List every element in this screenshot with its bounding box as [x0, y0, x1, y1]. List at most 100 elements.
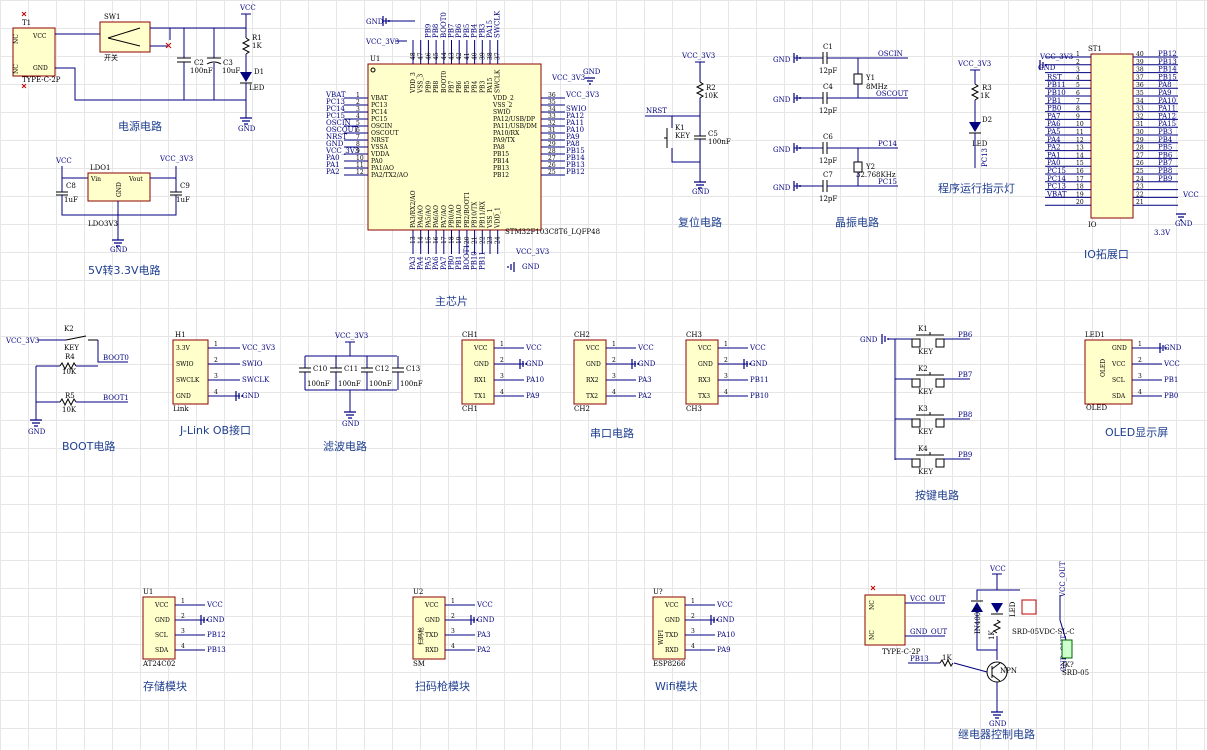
- mcu-bottom-net-label: PA3: [409, 256, 417, 270]
- c1-designator: C1: [823, 43, 833, 51]
- boot-gnd-icon: [30, 419, 42, 427]
- c5-designator: C5: [708, 130, 718, 138]
- mcu-left-pin-name: OSCOUT: [371, 130, 399, 137]
- boot0-label: BOOT0: [103, 354, 129, 362]
- serial-channel-body[interactable]: [573, 339, 607, 405]
- mcu-right-net-label: PB12: [566, 168, 585, 176]
- oled-body[interactable]: [1084, 339, 1133, 405]
- key-pad-icon: [911, 458, 921, 468]
- oled-designator: LED1: [1085, 331, 1105, 339]
- mcu-u1-body[interactable]: [367, 63, 542, 231]
- io-right-net-label: PA9: [1158, 89, 1172, 97]
- crystal-gnd-icons: [793, 53, 801, 191]
- mcu-right-gnd-label: GND: [583, 68, 601, 76]
- mcu-title: 主芯片: [435, 294, 468, 308]
- keys-gnd-icon: [881, 334, 889, 344]
- serial-net-label: PB10: [750, 392, 769, 400]
- oled-net-label: GND: [1164, 344, 1182, 352]
- relay-typec-body[interactable]: [864, 594, 906, 646]
- io-left-net-label: PA1: [1047, 151, 1061, 159]
- scanner-pin-number: 3: [451, 628, 455, 635]
- io-right-pin-number: 29: [1136, 137, 1144, 144]
- serial-channel-body[interactable]: [461, 339, 495, 405]
- ldo1-body[interactable]: [87, 172, 151, 202]
- io-right-pin-number: 36: [1136, 82, 1144, 89]
- mcu-left-pin-number: 3: [356, 106, 360, 113]
- mcu-right-pin-name: PA9/TX: [493, 137, 516, 144]
- switch-sw1-body[interactable]: [99, 21, 151, 53]
- io-right-pin-number: 33: [1136, 106, 1144, 113]
- io-left-net-label: PC14: [1047, 175, 1067, 183]
- no-connect-top-icon: [21, 11, 27, 17]
- key-k2-icon[interactable]: [65, 335, 98, 341]
- mcu-left-net-label: VCC_3V3: [325, 147, 359, 155]
- resistor-r2-icon: [695, 81, 705, 99]
- io-right-net-label: PB3: [1158, 128, 1172, 136]
- io-left-pin-number: 6: [1076, 90, 1080, 97]
- ldo-vcc-out-label: VCC_3V3: [159, 155, 193, 163]
- scanner-pin-number: 4: [451, 643, 455, 650]
- mcu-right-pin-name: PB14: [493, 158, 509, 165]
- serial-channel-body[interactable]: [685, 339, 719, 405]
- io-left-net-label: PB0: [1047, 105, 1061, 113]
- io-st1-body[interactable]: [1090, 53, 1134, 219]
- filter-cap-value: 100nF: [338, 380, 361, 388]
- relay-coil-icon[interactable]: [1021, 599, 1037, 615]
- wifi-pin-number: 1: [691, 598, 695, 605]
- relay-gnd-out-label: GND_OUT: [910, 628, 947, 636]
- key-k1-icon[interactable]: [664, 128, 668, 148]
- mcu-top-pin-number: 46: [425, 52, 432, 60]
- mcu-left-pin-number: 2: [356, 99, 360, 106]
- key-designator: K1: [918, 325, 928, 333]
- io-right-pin-number: 21: [1136, 199, 1144, 206]
- mcu-right-pin-name: PB12: [493, 172, 509, 179]
- mcu-bottom-net-label: PA7: [440, 256, 448, 270]
- serial-title: 串口电路: [590, 427, 634, 440]
- oled-model: OLED: [1086, 404, 1107, 412]
- y2-designator: Y2: [865, 163, 875, 171]
- relay-vcc-label: VCC: [989, 565, 1006, 573]
- led-net-label: PC13: [981, 148, 989, 167]
- wifi-module-body[interactable]: [652, 596, 686, 660]
- mcu-top-net-label: PA15: [486, 20, 494, 38]
- c1-value: 12pF: [819, 67, 837, 75]
- mcu-top-pin-number: 48: [410, 52, 417, 60]
- filter-cap-designator: C12: [375, 365, 389, 373]
- mcu-left-net-label: OSCOUT: [326, 126, 359, 134]
- io-right-net-label: PA12: [1158, 112, 1176, 120]
- jlink-pin-name: SWIO: [176, 361, 194, 368]
- serial-pin-number: 4: [724, 389, 728, 396]
- r4-value: 10K: [62, 368, 77, 376]
- serial-pin-number: 1: [612, 341, 616, 348]
- ldo-title: 5V转3.3V电路: [88, 263, 161, 277]
- jlink-h1-body[interactable]: [172, 339, 209, 405]
- scanner-module-body[interactable]: [412, 596, 446, 660]
- mcu-left-net-label: VBAT: [325, 91, 346, 99]
- crystal-gnd4: GND: [773, 184, 791, 192]
- io-left-pin-number: 18: [1076, 184, 1084, 191]
- io-right-pin-number: 39: [1136, 59, 1144, 66]
- relay-rk-label: 1K: [988, 630, 996, 640]
- ldo-gnd-icon: [112, 239, 124, 247]
- reset-title: 复位电路: [678, 215, 722, 229]
- io-right-net-label: PA11: [1158, 105, 1176, 113]
- mcu-right-gnd-icon: [585, 77, 595, 85]
- crystal-gnd1: GND: [773, 56, 791, 64]
- crystal-y1-icon[interactable]: [853, 73, 863, 85]
- relay-led-label: LED: [1009, 601, 1017, 617]
- usb-t1-body[interactable]: [12, 27, 56, 77]
- r3-designator: R3: [982, 84, 992, 92]
- mcu-top-net-label: PB9: [424, 24, 432, 38]
- mcu-right-net-label: VCC_3V3: [565, 91, 599, 99]
- ldo-model: LDO3V3: [88, 220, 118, 228]
- io-right-net-label: PB7: [1158, 159, 1172, 167]
- mcu-top-net-label: PB4: [471, 23, 479, 38]
- storage-module-body[interactable]: [142, 596, 176, 660]
- relay-jk-body[interactable]: [1061, 639, 1073, 659]
- wire-ldo-gnd: [61, 195, 177, 216]
- sw1-label: 开关: [104, 53, 118, 62]
- wifi-net-label: GND: [717, 616, 735, 624]
- storage-pin-name: VCC: [154, 602, 169, 609]
- oled-pin-name: SCL: [1112, 377, 1125, 384]
- mcu-bottom-pin-name: VSS_1: [487, 209, 494, 229]
